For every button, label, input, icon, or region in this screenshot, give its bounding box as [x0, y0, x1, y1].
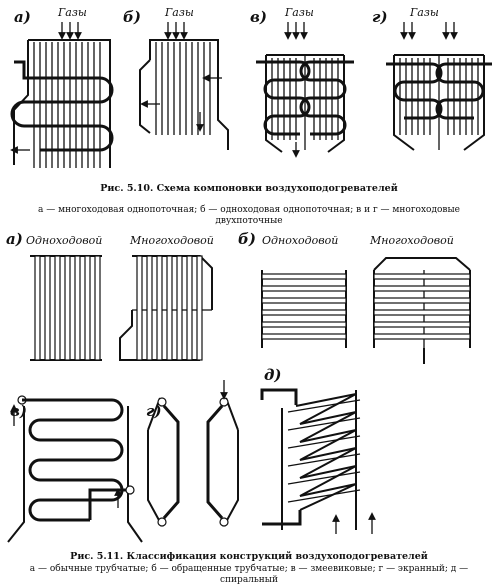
gas-inlet-arrows	[164, 22, 188, 40]
spiral-coil	[287, 393, 361, 511]
type-e-label: д)	[264, 366, 282, 384]
air-path-right	[435, 62, 492, 120]
serpentine-coil	[22, 398, 124, 522]
scheme-b-label: б)	[123, 8, 141, 26]
figure-5-11-diagram: а) Одноходовой Многоходовой б)	[6, 230, 471, 543]
gas-inlet-arrows	[58, 22, 82, 40]
scheme-a-gas-label: Газы	[57, 6, 87, 19]
figure-5-11-legend: а — обычные трубчатые; б — обращенные тр…	[29, 564, 469, 585]
scheme-c-gas-label: Газы	[284, 6, 314, 19]
type-e: д)	[260, 366, 376, 534]
air-path-right	[299, 60, 354, 136]
right-screen-tube	[206, 405, 224, 519]
figure-5-10-caption: Рис. 5.10. Схема компоновки воздухоподог…	[100, 183, 398, 194]
outlet-header	[125, 485, 135, 495]
casing	[281, 390, 357, 530]
type-a-multi-pass: Многоходовой	[129, 234, 214, 247]
scheme-b: б) Газы	[123, 6, 229, 150]
type-a-label: а)	[6, 230, 23, 248]
air-path-left	[256, 60, 311, 136]
left-screen-tube	[162, 405, 180, 519]
scheme-d-label: г)	[372, 8, 388, 26]
type-a-single-pass: Одноходовой	[26, 234, 102, 247]
type-b-label: б)	[238, 230, 256, 248]
scheme-d-gas-label: Газы	[409, 6, 439, 19]
type-b-multi-pass: Многоходовой	[369, 234, 454, 247]
scheme-a-label: а)	[14, 8, 31, 26]
scheme-c-label: в)	[250, 8, 267, 26]
scheme-b-gas-label: Газы	[164, 6, 194, 19]
type-b-single-pass: Одноходовой	[262, 234, 338, 247]
type-b: б) Одноходовой Многоходовой	[238, 230, 471, 364]
casing	[7, 406, 143, 543]
single-pass-bank	[261, 270, 347, 348]
coil-return	[88, 488, 126, 520]
tube-bank	[399, 58, 479, 135]
casing	[139, 39, 229, 150]
spiral-inlet	[260, 388, 298, 405]
scheme-d: г) Газы	[372, 6, 492, 151]
gas-inlet-arrows	[400, 22, 458, 40]
type-d: г)	[146, 380, 239, 527]
air-path-left	[386, 62, 443, 120]
single-pass-bank	[30, 255, 102, 361]
air-path	[10, 60, 114, 152]
type-a: а) Одноходовой Многоходовой	[6, 230, 214, 361]
scheme-a: а) Газы	[10, 6, 114, 168]
scheme-c: в) Газы	[250, 6, 354, 158]
multi-pass-bank	[373, 257, 471, 364]
figure-5-10-legend: а — многоходовая однопоточная; б — однох…	[38, 205, 460, 226]
figure-5-11-caption: Рис. 5.11. Классификация конструкций воз…	[70, 551, 428, 562]
spiral-outlet	[262, 510, 302, 526]
multi-pass-bank	[119, 255, 213, 361]
tube-bank	[33, 42, 101, 168]
type-c: в)	[7, 395, 143, 543]
gas-inlet-arrows	[284, 22, 308, 40]
tube-bank	[155, 42, 211, 135]
figure-5-10-diagram: а) Газы б) Газы	[10, 6, 492, 168]
right-wall	[225, 397, 239, 523]
